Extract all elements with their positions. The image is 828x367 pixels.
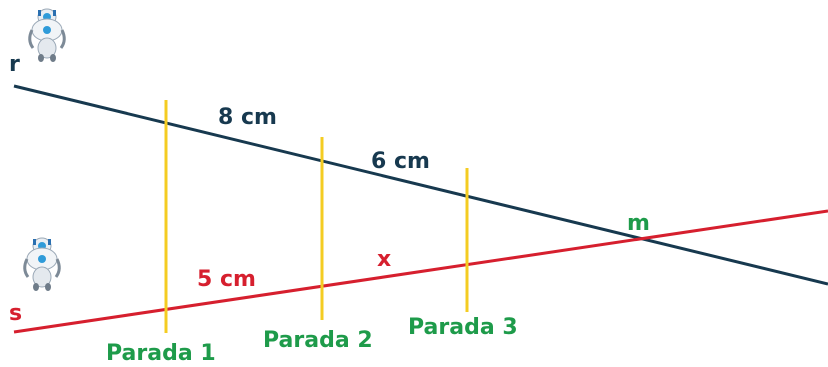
line-s	[13, 209, 828, 334]
segment-s1-label: 5 cm	[197, 267, 256, 292]
line-s-label: s	[9, 301, 22, 326]
robot-icon	[23, 237, 61, 291]
parada-3-label: Parada 3	[408, 315, 518, 340]
segment-r1-label: 8 cm	[218, 105, 277, 130]
segment-s2-label: x	[377, 247, 391, 272]
parada-2-label: Parada 2	[263, 328, 373, 353]
intersection-label: m	[627, 211, 650, 236]
parada-1-label: Parada 1	[106, 341, 216, 366]
line-r	[13, 84, 828, 286]
robot-icon	[28, 8, 66, 62]
segment-r2-label: 6 cm	[371, 149, 430, 174]
line-r-label: r	[9, 52, 20, 77]
